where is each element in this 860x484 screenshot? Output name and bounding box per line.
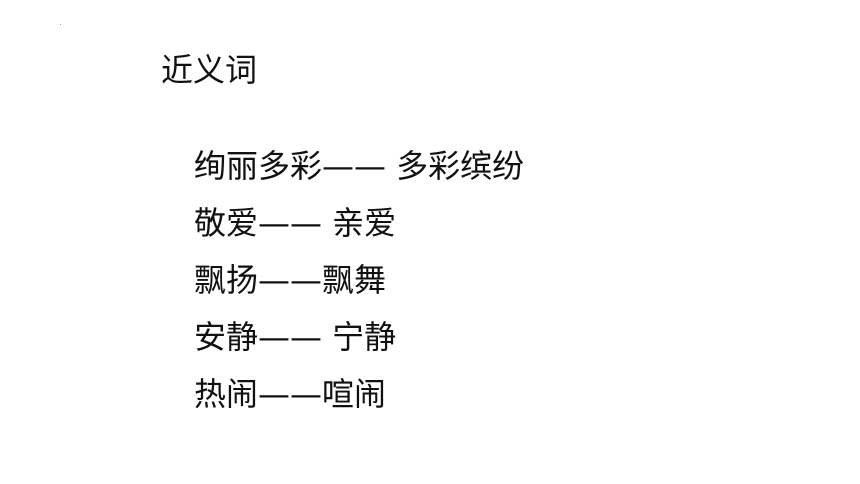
synonym-list: 绚丽多彩—— 多彩缤纷 敬爱—— 亲爱 飘扬——飘舞 安静—— 宁静 热闹——喧… [194, 146, 524, 431]
synonym-pair-4: 安静—— 宁静 [194, 318, 397, 356]
synonym-pair-5: 热闹——喧闹 [194, 375, 387, 413]
slide-title: 近义词 [161, 51, 258, 89]
synonym-pair-2: 敬爱—— 亲爱 [194, 204, 397, 242]
synonym-pair-3: 飘扬——飘舞 [194, 261, 387, 299]
synonym-pair-1: 绚丽多彩—— 多彩缤纷 [194, 147, 525, 185]
corner-mark [60, 24, 61, 25]
